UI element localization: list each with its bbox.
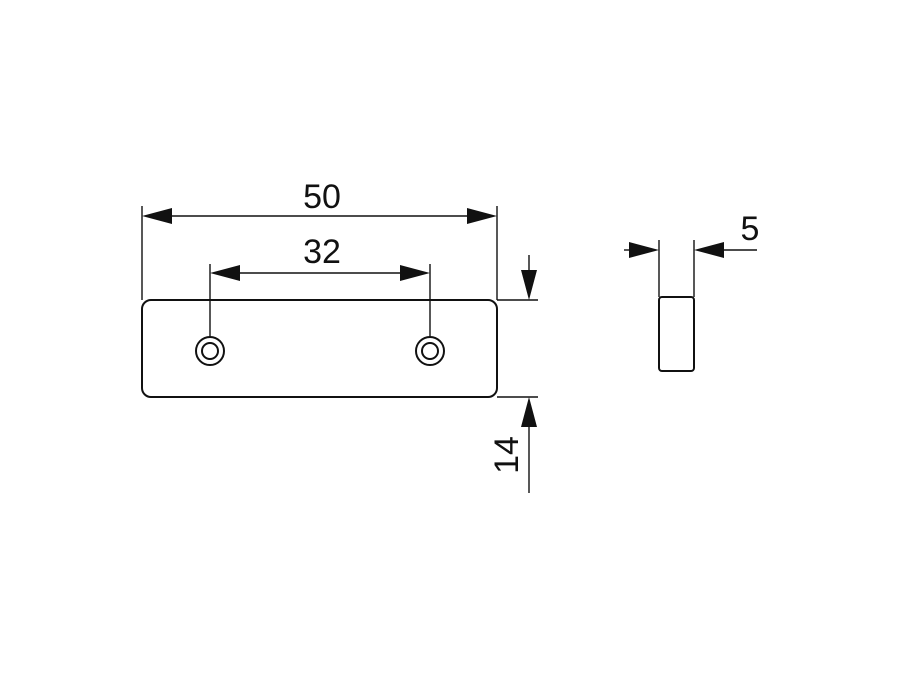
side-view	[658, 296, 695, 372]
right-mounting-hole	[415, 336, 445, 366]
thickness-label: 5	[741, 210, 760, 248]
arrowhead-top	[521, 270, 537, 300]
hole-spacing-dimension: 32	[209, 233, 431, 337]
arrowhead-right	[467, 208, 497, 224]
arrowhead-left	[210, 265, 240, 281]
plate-outline	[141, 299, 498, 398]
arrowhead-right	[694, 242, 724, 258]
height-label: 14	[488, 436, 526, 474]
hole-spacing-label: 32	[303, 233, 341, 271]
arrowhead-left	[629, 242, 659, 258]
front-view	[141, 299, 498, 398]
arrowhead-bottom	[521, 397, 537, 427]
height-dimension: 14	[488, 255, 538, 493]
arrowhead-left	[142, 208, 172, 224]
side-profile	[658, 296, 695, 372]
thickness-dimension: 5	[624, 210, 759, 297]
length-label: 50	[303, 178, 341, 216]
arrowhead-right	[400, 265, 430, 281]
left-mounting-hole	[195, 336, 225, 366]
length-dimension: 50	[141, 178, 498, 300]
